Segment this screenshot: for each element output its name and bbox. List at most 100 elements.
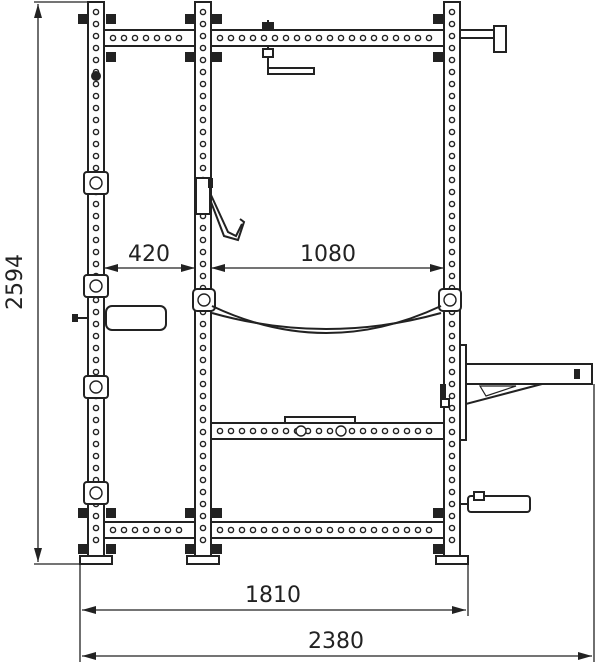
punch-hole (199, 368, 207, 376)
lower-crossbar (210, 416, 445, 440)
punch-hole (92, 152, 100, 160)
dimension-420-label: 420 (128, 242, 170, 267)
punch-hole (199, 224, 207, 232)
punch-hole (92, 260, 100, 268)
punch-hole (337, 34, 345, 42)
punch-hole (448, 524, 456, 532)
punch-hole (359, 526, 367, 534)
punch-hole (271, 526, 279, 534)
punch-hole (448, 404, 456, 412)
punch-hole (92, 344, 100, 352)
punch-hole (448, 344, 456, 352)
punch-hole (92, 332, 100, 340)
punch-hole (414, 34, 422, 42)
punch-hole (164, 34, 172, 42)
punch-hole (92, 368, 100, 376)
punch-hole (392, 34, 400, 42)
punch-hole (448, 224, 456, 232)
punch-hole (92, 356, 100, 364)
punch-hole (326, 427, 334, 435)
dimension-1810-label: 1810 (245, 583, 301, 608)
punch-hole (448, 140, 456, 148)
dimension-2380: 2380 (82, 384, 595, 662)
punch-hole (92, 56, 100, 64)
punch-hole (131, 526, 139, 534)
punch-hole (199, 8, 207, 16)
punch-hole (425, 526, 433, 534)
punch-hole (142, 34, 150, 42)
j-hook (195, 177, 246, 242)
punch-hole (448, 428, 456, 436)
punch-hole (199, 56, 207, 64)
punch-hole (315, 427, 323, 435)
punch-hole (448, 44, 456, 52)
punch-hole (92, 440, 100, 448)
punch-hole (448, 32, 456, 40)
punch-hole (199, 488, 207, 496)
punch-hole (199, 68, 207, 76)
dimension-2380-label: 2380 (308, 629, 364, 654)
punch-hole (109, 526, 117, 534)
punch-hole (348, 427, 356, 435)
punch-hole (403, 526, 411, 534)
punch-hole (227, 526, 235, 534)
punch-hole (227, 427, 235, 435)
punch-hole (448, 20, 456, 28)
punch-hole (199, 524, 207, 532)
punch-hole (370, 427, 378, 435)
punch-hole (216, 526, 224, 534)
punch-hole (131, 34, 139, 42)
punch-hole (448, 152, 456, 160)
punch-hole (293, 526, 301, 534)
punch-hole (92, 128, 100, 136)
dimension-420: 420 (104, 242, 195, 272)
punch-hole (199, 128, 207, 136)
punch-hole (448, 68, 456, 76)
punch-hole (153, 34, 161, 42)
punch-hole (199, 236, 207, 244)
corner-bolts (78, 14, 443, 554)
punch-hole (326, 34, 334, 42)
punch-hole (238, 34, 246, 42)
punch-hole (120, 34, 128, 42)
punch-hole (403, 34, 411, 42)
top-crossbar-left (103, 29, 196, 47)
punch-hole (448, 380, 456, 388)
punch-hole (304, 526, 312, 534)
punch-hole (199, 32, 207, 40)
punch-hole (448, 440, 456, 448)
punch-hole (249, 526, 257, 534)
punch-hole (199, 500, 207, 508)
punch-hole (448, 416, 456, 424)
punch-hole (249, 427, 257, 435)
punch-hole (414, 427, 422, 435)
punch-hole (199, 536, 207, 544)
punch-hole (448, 116, 456, 124)
weight-storage-arm (440, 344, 593, 441)
punch-hole (392, 427, 400, 435)
punch-hole (448, 320, 456, 328)
punch-hole (142, 526, 150, 534)
punch-hole (359, 34, 367, 42)
upright-middle (194, 1, 212, 557)
punch-hole (370, 526, 378, 534)
punch-hole (92, 80, 100, 88)
punch-hole (271, 34, 279, 42)
punch-hole (92, 32, 100, 40)
punch-hole (120, 526, 128, 534)
punch-hole (92, 512, 100, 520)
punch-hole (199, 44, 207, 52)
punch-hole (448, 500, 456, 508)
punch-hole (448, 200, 456, 208)
roller-pad (72, 305, 167, 331)
punch-hole (238, 427, 246, 435)
punch-hole (199, 152, 207, 160)
punch-hole (448, 536, 456, 544)
punch-hole (337, 526, 345, 534)
punch-hole (92, 452, 100, 460)
punch-hole (199, 272, 207, 280)
height-dimension-label: 2594 (3, 254, 28, 310)
punch-hole (199, 512, 207, 520)
punch-hole (199, 380, 207, 388)
punch-hole (348, 526, 356, 534)
